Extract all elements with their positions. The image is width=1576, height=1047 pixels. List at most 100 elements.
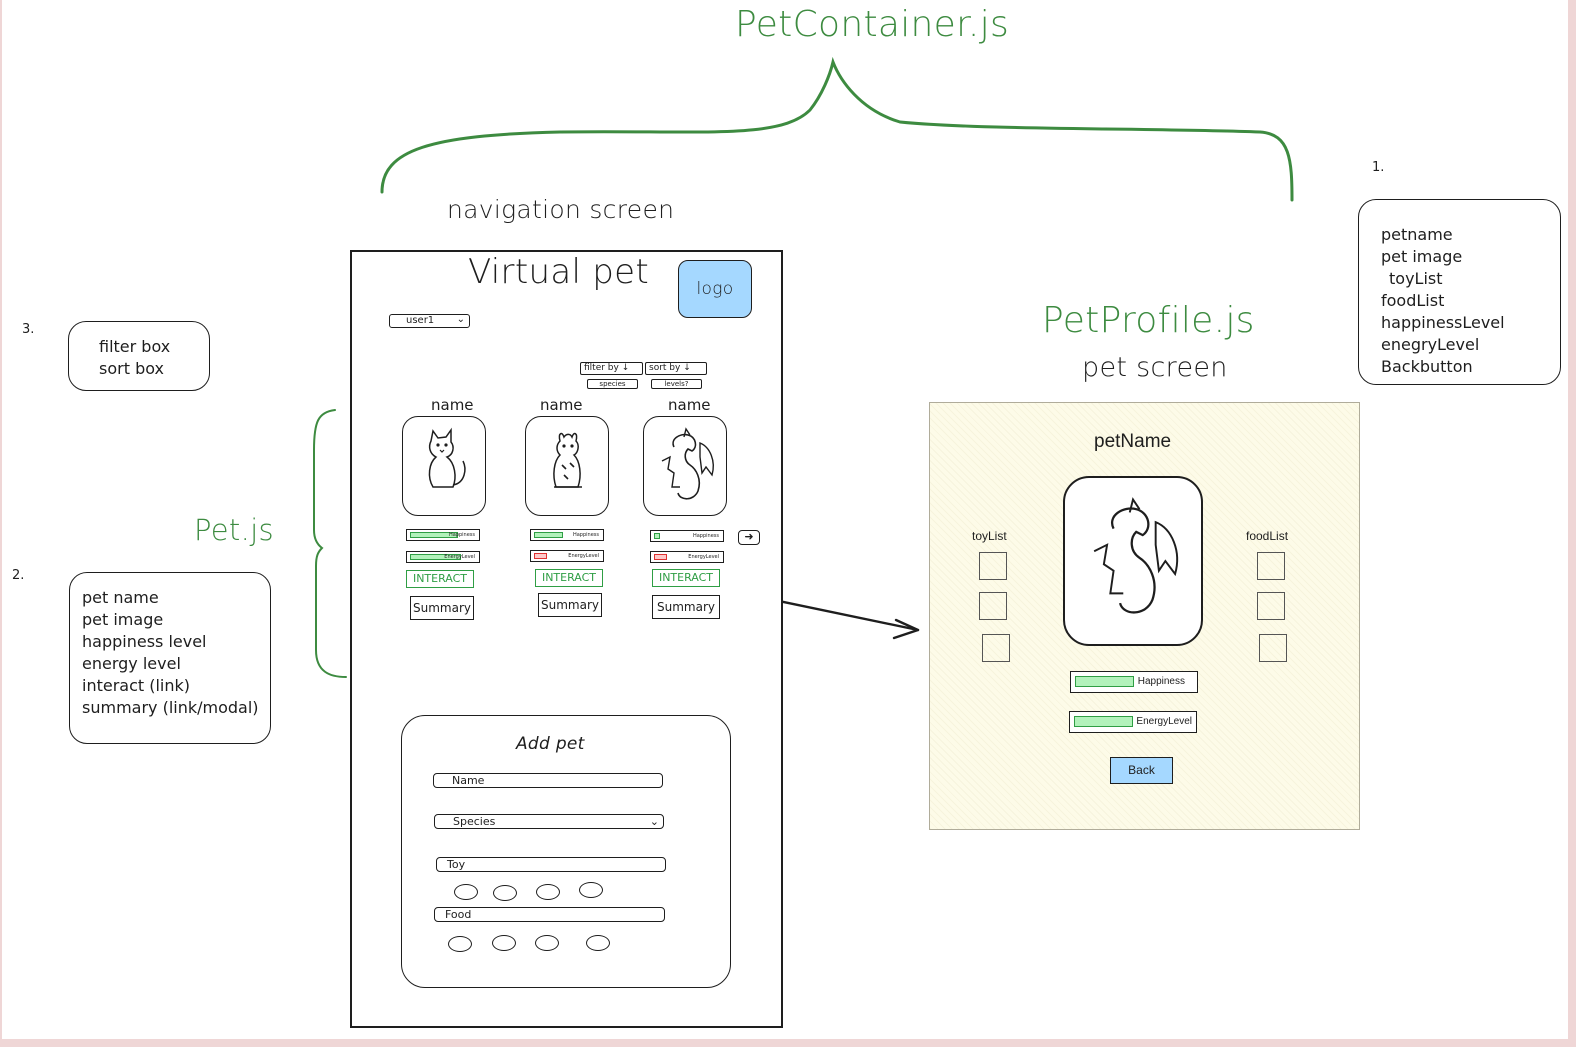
note-line: sort box — [99, 359, 164, 378]
next-page-arrow-icon[interactable]: ➜ — [738, 530, 760, 545]
summary-button[interactable]: Summary — [410, 596, 474, 620]
toy-option[interactable] — [579, 882, 603, 898]
profile-energy-bar: EnergyLevel — [1069, 711, 1197, 733]
back-button[interactable]: Back — [1110, 757, 1173, 784]
to-profile-arrowhead — [892, 618, 920, 640]
summary-button[interactable]: Summary — [652, 595, 720, 619]
note-line: energy level — [82, 654, 181, 673]
energy-label: EnergyLevel — [444, 554, 475, 560]
note-one-marker: 1. — [1372, 160, 1385, 175]
note-line: happiness level — [82, 632, 207, 651]
interact-link[interactable]: INTERACT — [652, 569, 720, 587]
profile-pet-name: petName — [1094, 431, 1172, 452]
species-select[interactable]: Species ⌄ — [434, 814, 664, 829]
chevron-down-icon: ⌄ — [456, 314, 465, 325]
filter-value[interactable]: species — [587, 379, 638, 389]
food-input[interactable]: Food — [434, 907, 665, 922]
pet-card-hamster[interactable] — [525, 416, 609, 516]
happiness-label: Happiness — [692, 533, 719, 539]
sort-value[interactable]: levels? — [651, 379, 702, 389]
navigation-screen-frame — [350, 250, 783, 1028]
note-line: petname — [1381, 225, 1453, 244]
energy-fill — [1074, 716, 1133, 727]
happiness-label: Happiness — [448, 532, 475, 538]
note-three-marker: 3. — [22, 322, 35, 337]
pet-card-dragon[interactable] — [643, 416, 727, 516]
happiness-fill — [654, 533, 660, 539]
interact-link[interactable]: INTERACT — [535, 569, 603, 587]
happiness-bar: Happiness — [650, 530, 724, 542]
toy-input[interactable]: Toy — [436, 857, 666, 872]
cat-image — [428, 427, 466, 488]
add-pet-form — [401, 715, 731, 988]
summary-button[interactable]: Summary — [538, 593, 602, 617]
down-arrow-icon: ↓ — [683, 363, 691, 373]
energy-bar: EnergyLevel — [530, 550, 604, 562]
interact-link[interactable]: INTERACT — [406, 570, 474, 588]
energy-fill — [410, 554, 461, 560]
food-option[interactable] — [586, 935, 610, 951]
dragon-image — [661, 427, 714, 500]
pet-name: name — [431, 396, 474, 414]
food-list-label: foodList — [1246, 529, 1289, 543]
profile-pet-image — [1063, 476, 1203, 646]
sort-select[interactable]: sort by ↓ — [645, 362, 707, 375]
note-filter-sort: filter box sort box — [68, 321, 210, 391]
toy-option[interactable] — [536, 884, 560, 900]
note-line: foodList — [1381, 291, 1445, 310]
species-select-value: Species — [453, 815, 496, 828]
pet-name: name — [668, 396, 711, 414]
note-line: interact (link) — [82, 676, 191, 695]
happiness-bar: Happiness — [406, 529, 480, 541]
toy-slot[interactable] — [979, 552, 1007, 580]
toy-option[interactable] — [493, 885, 517, 901]
toy-slot[interactable] — [979, 592, 1007, 620]
food-slot[interactable] — [1257, 552, 1285, 580]
happiness-label: Happiness — [1137, 676, 1185, 687]
down-arrow-icon: ↓ — [621, 363, 630, 373]
energy-fill — [654, 554, 667, 560]
user-select-value: user1 — [406, 315, 435, 326]
sort-select-label: sort by — [649, 363, 681, 373]
food-option[interactable] — [535, 935, 559, 951]
food-slot[interactable] — [1257, 592, 1285, 620]
energy-label: EnergyLevel — [568, 553, 599, 559]
note-line: enegryLevel — [1381, 335, 1480, 354]
pet-card-cat[interactable] — [402, 416, 486, 516]
chevron-down-icon: ⌄ — [649, 815, 659, 828]
pet-profile-heading: PetProfile.js — [1042, 300, 1255, 341]
logo-button[interactable]: logo — [678, 260, 752, 318]
energy-fill — [534, 553, 547, 559]
energy-bar: EnergyLevel — [406, 551, 480, 563]
note-line: happinessLevel — [1381, 313, 1505, 332]
note-pet-props: pet name pet image happiness level energ… — [69, 572, 271, 744]
pet-name-input[interactable]: Name — [433, 773, 663, 788]
hamster-image — [553, 432, 582, 488]
energy-label: EnergyLevel — [688, 554, 719, 560]
profile-happiness-bar: Happiness — [1070, 671, 1198, 693]
add-pet-title: Add pet — [516, 734, 585, 754]
dragon-image — [1093, 497, 1179, 614]
user-select[interactable]: user1 ⌄ — [389, 314, 470, 328]
food-slot[interactable] — [1259, 634, 1287, 662]
toy-list-label: toyList — [972, 529, 1007, 543]
toy-slot[interactable] — [982, 634, 1010, 662]
food-option[interactable] — [492, 935, 516, 951]
happiness-label: Happiness — [572, 532, 599, 538]
happiness-fill — [410, 532, 458, 538]
energy-bar: EnergyLevel — [650, 551, 724, 563]
note-line: pet name — [82, 588, 159, 607]
happiness-fill — [1075, 676, 1134, 687]
note-line: filter box — [99, 337, 171, 356]
pet-js-brace — [313, 409, 347, 678]
navigation-screen-heading: navigation screen — [447, 195, 675, 224]
food-option[interactable] — [448, 936, 472, 952]
filter-select[interactable]: filter by ↓ — [580, 362, 643, 375]
pet-js-heading: Pet.js — [194, 513, 274, 547]
app-title: Virtual pet — [468, 252, 650, 292]
note-line: pet image — [1381, 247, 1463, 266]
note-line: toyList — [1389, 269, 1443, 288]
toy-option[interactable] — [454, 884, 478, 900]
note-two-marker: 2. — [12, 568, 25, 583]
happiness-fill — [534, 532, 563, 538]
